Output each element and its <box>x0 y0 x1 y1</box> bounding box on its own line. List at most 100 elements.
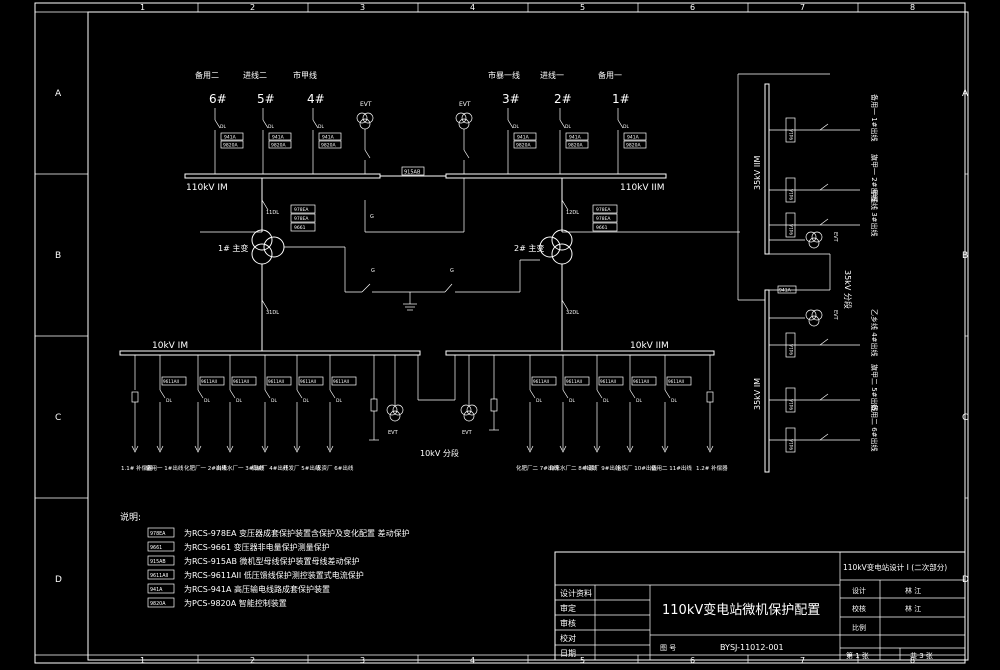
evt-right-label: EVT <box>459 101 471 108</box>
legend-text: 为RCS-978EA 变压器成套保护装置含保护及变化配置 差动保护 <box>184 528 410 538</box>
mv-feeder-device: 9611AII <box>633 379 649 384</box>
legend-text: 为PCS-9820A 智能控制装置 <box>184 598 287 608</box>
lv35-feeder-device: 941A <box>789 399 794 410</box>
tb-checker-value: 林 江 <box>905 604 921 613</box>
mv-feeder-dl: DL <box>671 398 677 404</box>
column-marker: 2 <box>250 3 255 12</box>
hv-bay-number: 6# <box>209 92 227 106</box>
bus-35kv-im <box>764 289 770 473</box>
mv-feeder-device: 9611AII <box>533 379 549 384</box>
row-marker: D <box>55 575 62 585</box>
lv35-feeder-device: 941A <box>789 224 794 235</box>
lv35-feeder: 941A 备用二 6#出线 <box>769 404 879 453</box>
legend-code: 941A <box>150 587 163 593</box>
column-marker: 8 <box>910 3 915 12</box>
lv35-feeder-name: 备用二 6#出线 <box>870 404 879 452</box>
tb-scale-label: 比例 <box>852 623 866 632</box>
mv-feeder-device: 9611AII <box>268 379 284 384</box>
t2-hv-breaker: 12DL <box>566 210 579 216</box>
neutral-grounding: G G G <box>200 178 740 311</box>
transformer-device: 978EA <box>596 207 611 213</box>
tb-designer-label: 设计 <box>852 586 866 595</box>
mv-feeder-dl: DL <box>236 398 242 404</box>
hv-bay-dl: DL <box>513 124 519 130</box>
mv-feeder-name: 1.1# 补偿器 <box>121 464 153 472</box>
lv35-section-label: 35kV 分段 <box>843 270 853 309</box>
mv-feeder-name: 备用二 11#出线 <box>651 464 692 472</box>
transformer-device: 978EA <box>294 216 309 222</box>
lv35-feeder-name: 甲线线 3#出线 <box>870 189 879 237</box>
row-marker: B <box>55 251 61 261</box>
tb-drawing-no-label: 图 号 <box>660 644 676 652</box>
t1-label: 1# 主变 <box>218 243 248 253</box>
bus-110kv-im <box>184 173 381 179</box>
legend-text: 为RCS-9661 变压器非电量保护测量保护 <box>184 542 330 552</box>
legend-code: 9611AII <box>150 573 168 579</box>
mv-feeder-device: 9611AII <box>233 379 249 384</box>
hv-bay-dl: DL <box>220 124 226 130</box>
tb-left-label: 设计资料 <box>560 588 592 598</box>
hv-bay-dev2: 9820A <box>321 143 336 149</box>
coupler-device: 915AB <box>404 170 421 176</box>
lv35-feeder-device: 941A <box>789 439 794 450</box>
mv-feeder-dl: DL <box>569 398 575 404</box>
row-marker: A <box>55 89 62 99</box>
lv35-feeder-device: 941A <box>789 129 794 140</box>
lv35-feeder-device: 941A <box>789 344 794 355</box>
column-marker: 3 <box>360 656 365 665</box>
mv-feeder-name: 农资厂 6#出线 <box>316 464 354 472</box>
mv-feeder-name: 自来水厂一 3#出线 <box>216 464 265 472</box>
legend-code: 9661 <box>150 545 162 551</box>
evt-left-label: EVT <box>360 101 372 108</box>
tb-checker-label: 校核 <box>852 604 866 613</box>
hv-bays: 备用二6#DL941A9820A进线二5#DL941A9820A市甲线4#DL9… <box>195 70 647 174</box>
lv35-evt: EVT <box>769 309 838 327</box>
tb-drawing-title: 110kV变电站微机保护配置 <box>662 602 820 618</box>
hv-bay-dev1: 941A <box>272 135 285 141</box>
row-marker: B <box>962 251 968 261</box>
column-marker: 1 <box>140 656 145 665</box>
g-right: G <box>450 268 454 274</box>
lv35-feeder: 941A 甲线线 3#出线 <box>769 189 879 238</box>
hv-bay-name: 市暴一线 <box>488 70 520 80</box>
lv35-section-dev: 941A <box>779 288 792 294</box>
transformer-device: 9661 <box>294 225 306 231</box>
column-marker: 4 <box>470 656 475 665</box>
row-marker: A <box>962 89 969 99</box>
mv-feeder-dl: DL <box>336 398 342 404</box>
hv-bay-dev2: 9820A <box>626 143 641 149</box>
legend-text: 为RCS-9611AII 低压馈线保护测控装置式电流保护 <box>184 570 364 580</box>
hv-bay-dev1: 941A <box>224 135 237 141</box>
mv-feeder-dl: DL <box>603 398 609 404</box>
t1-hv-breaker: 11DL <box>266 210 279 216</box>
column-marker: 7 <box>800 3 805 12</box>
coupler-device-box <box>401 166 425 176</box>
hv-bay-name: 备用一 <box>598 70 622 80</box>
mv-feeder-name: 丰源厂 9#出线 <box>583 464 621 472</box>
legend-title: 说明: <box>120 511 141 523</box>
mv-feeder-device: 9611AII <box>201 379 217 384</box>
bus-35kv-iim <box>764 83 770 255</box>
hv-bay-dev1: 941A <box>569 135 582 141</box>
tb-total: 共 3 张 <box>910 651 933 660</box>
legend-code: 9820A <box>150 601 166 607</box>
bus-10kv-im-label: 10kV IM <box>152 341 188 351</box>
hv-bay-name: 进线一 <box>540 70 564 80</box>
bus-35kv-iim-label: 35kV IIM <box>753 155 762 190</box>
mv-feeder-name: 1.2# 补偿器 <box>696 464 728 472</box>
